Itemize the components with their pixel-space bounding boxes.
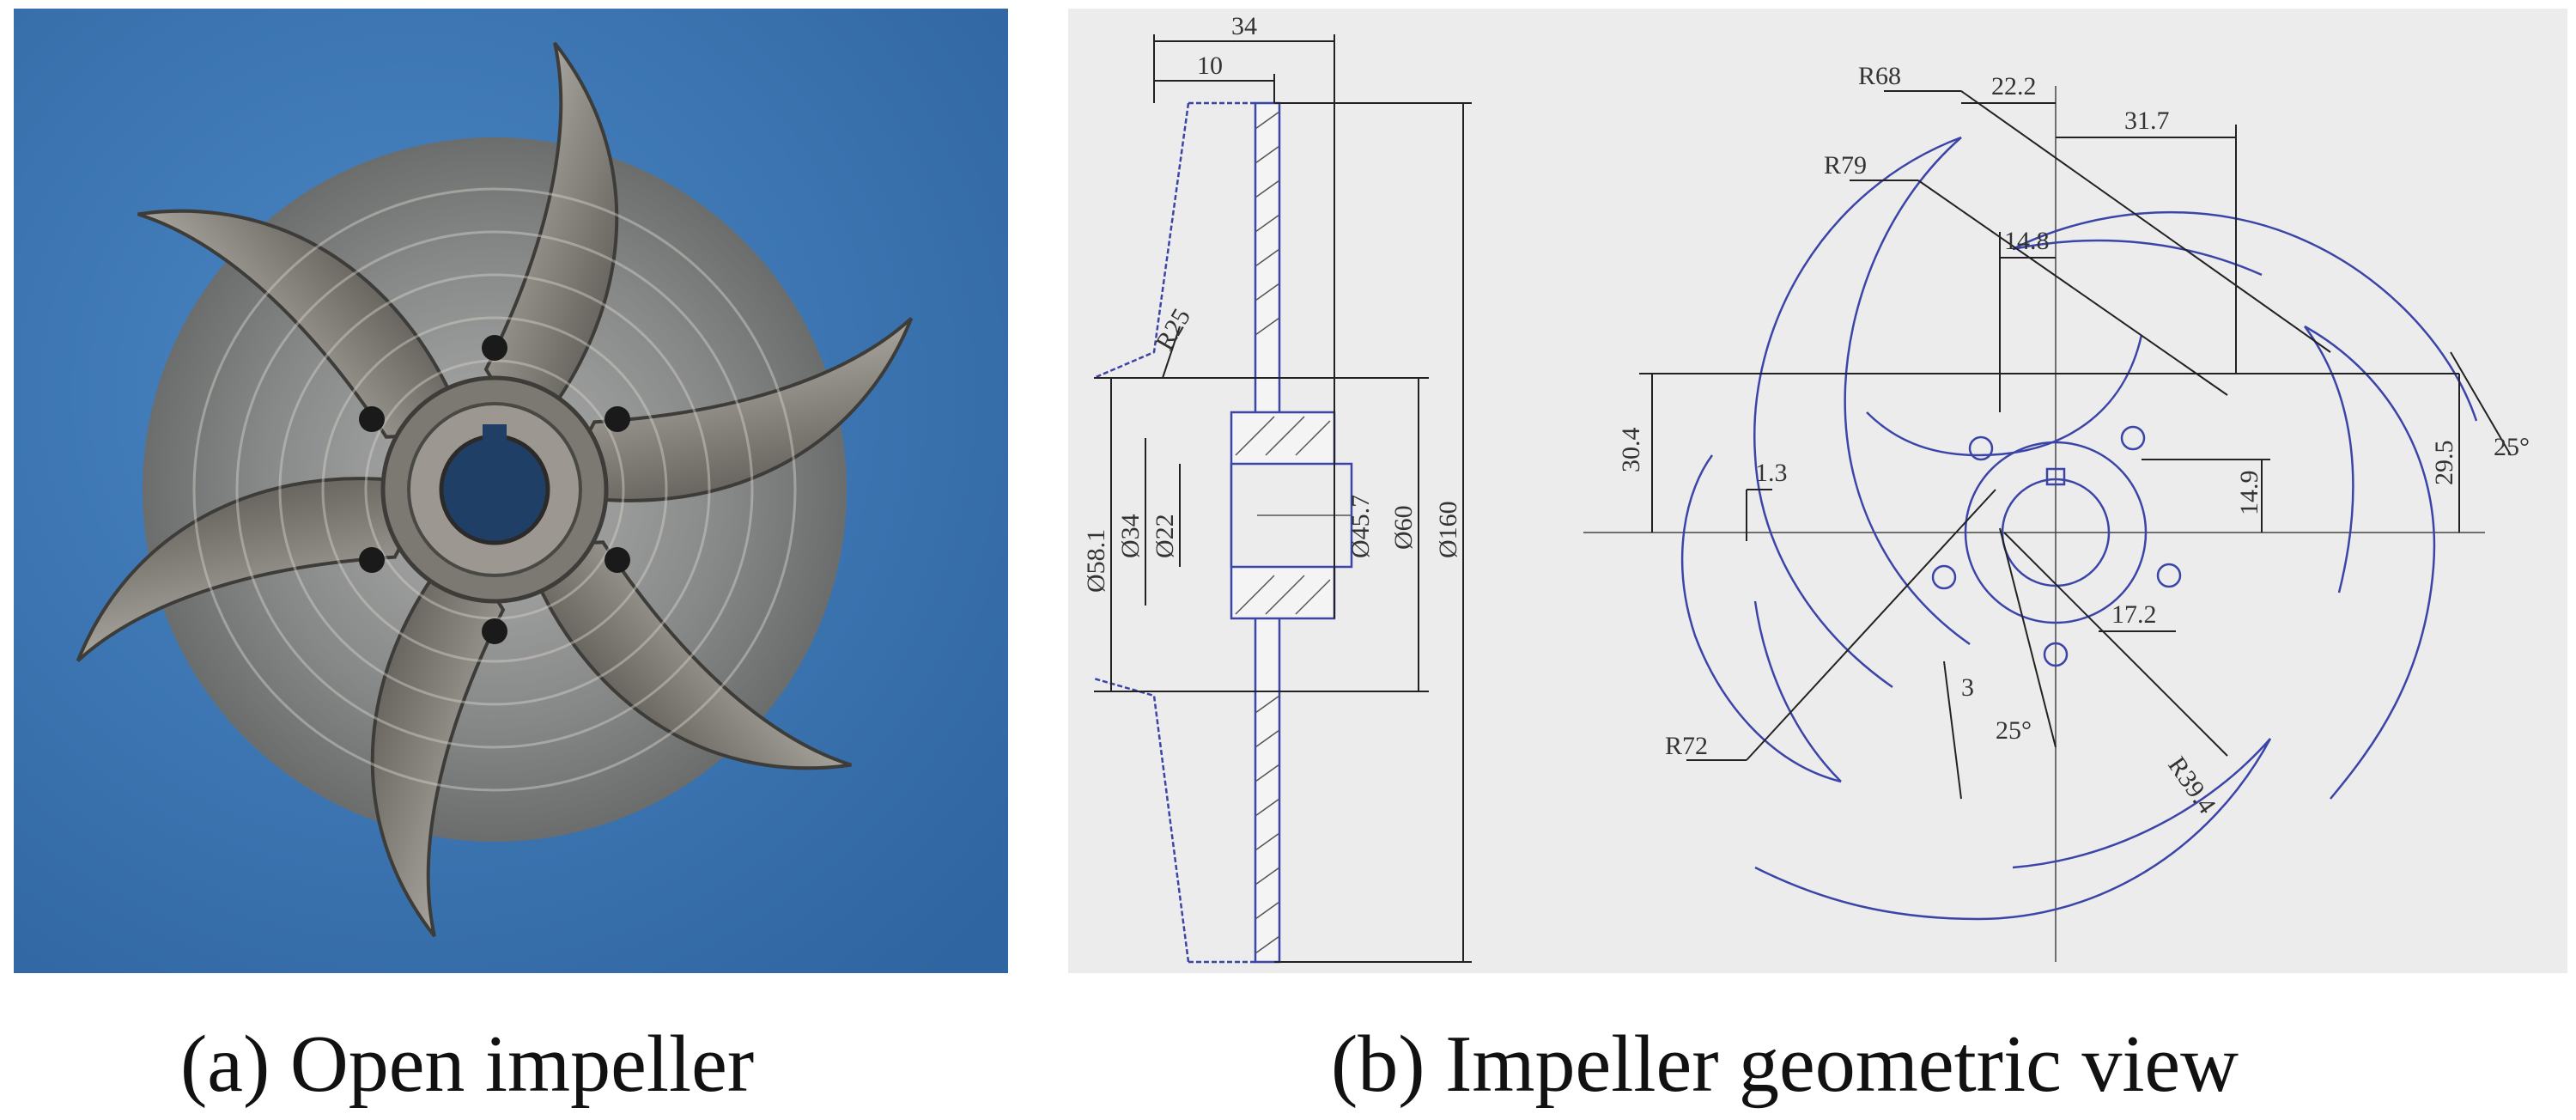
dim-3: 3 [1961, 673, 1974, 702]
impeller-body [76, 41, 914, 938]
caption-geometric-view: (b) Impeller geometric view [1331, 1020, 2239, 1109]
front-dimension-lines [1639, 90, 2512, 800]
drawing-canvas: 34 10 R25 Ø58.1 Ø34 Ø22 Ø45.7 Ø60 Ø160 [1082, 12, 2530, 964]
dim-d160: Ø160 [1434, 501, 1462, 558]
front-hub [1931, 425, 2182, 667]
dim-r68: R68 [1858, 62, 1901, 90]
dim-r25: R25 [1150, 304, 1196, 356]
dim-29-5: 29.5 [2430, 441, 2458, 486]
blade [370, 538, 506, 938]
dim-d34: Ø34 [1116, 514, 1145, 558]
side-dimension-lines [1094, 34, 1472, 963]
dim-30-4: 30.4 [1617, 428, 1645, 473]
dim-width-10: 10 [1197, 52, 1223, 80]
dim-d22: Ø22 [1151, 514, 1179, 558]
dim-d58-1: Ø58.1 [1082, 529, 1110, 593]
dim-angle-25-top: 25° [2494, 433, 2530, 461]
front-centerlines [1583, 86, 2485, 962]
front-view: R68 R79 22.2 31.7 14.8 30.4 1.3 14.9 29.… [1583, 62, 2530, 962]
dim-r79: R79 [1824, 151, 1867, 180]
dim-31-7: 31.7 [2124, 107, 2170, 135]
impeller-photo [14, 9, 1008, 973]
caption-open-impeller: (a) Open impeller [180, 1020, 755, 1109]
impeller-drawing: 34 10 R25 Ø58.1 Ø34 Ø22 Ø45.7 Ø60 Ø160 [1068, 9, 2567, 973]
keyway [483, 424, 507, 443]
blade [553, 317, 914, 502]
side-blade-outline [1093, 101, 1257, 964]
dim-1-3: 1.3 [1755, 459, 1788, 487]
blade [483, 41, 619, 441]
blade [519, 540, 852, 770]
balance-holes [359, 335, 630, 644]
dim-17-2: 17.2 [2111, 600, 2157, 629]
machining-marks [192, 187, 797, 792]
blade-set [76, 41, 914, 938]
dim-r72: R72 [1665, 732, 1708, 760]
dim-r39-4: R39.4 [2162, 752, 2221, 819]
front-blades [1680, 136, 2478, 921]
side-section-view: 34 10 R25 Ø58.1 Ø34 Ø22 Ø45.7 Ø60 Ø160 [1082, 12, 1472, 964]
blade [137, 209, 470, 439]
blade [76, 477, 436, 662]
shaft-bore [439, 434, 550, 545]
dim-d60: Ø60 [1389, 505, 1418, 550]
dim-14-8: 14.8 [2004, 227, 2050, 255]
dim-angle-25-bottom: 25° [1996, 716, 2032, 745]
dim-width-34: 34 [1231, 12, 1257, 40]
dim-22-2: 22.2 [1991, 72, 2037, 100]
dim-d45-7: Ø45.7 [1346, 495, 1375, 558]
dim-14-9: 14.9 [2235, 471, 2263, 516]
impeller-photo-illustration [14, 9, 1008, 973]
